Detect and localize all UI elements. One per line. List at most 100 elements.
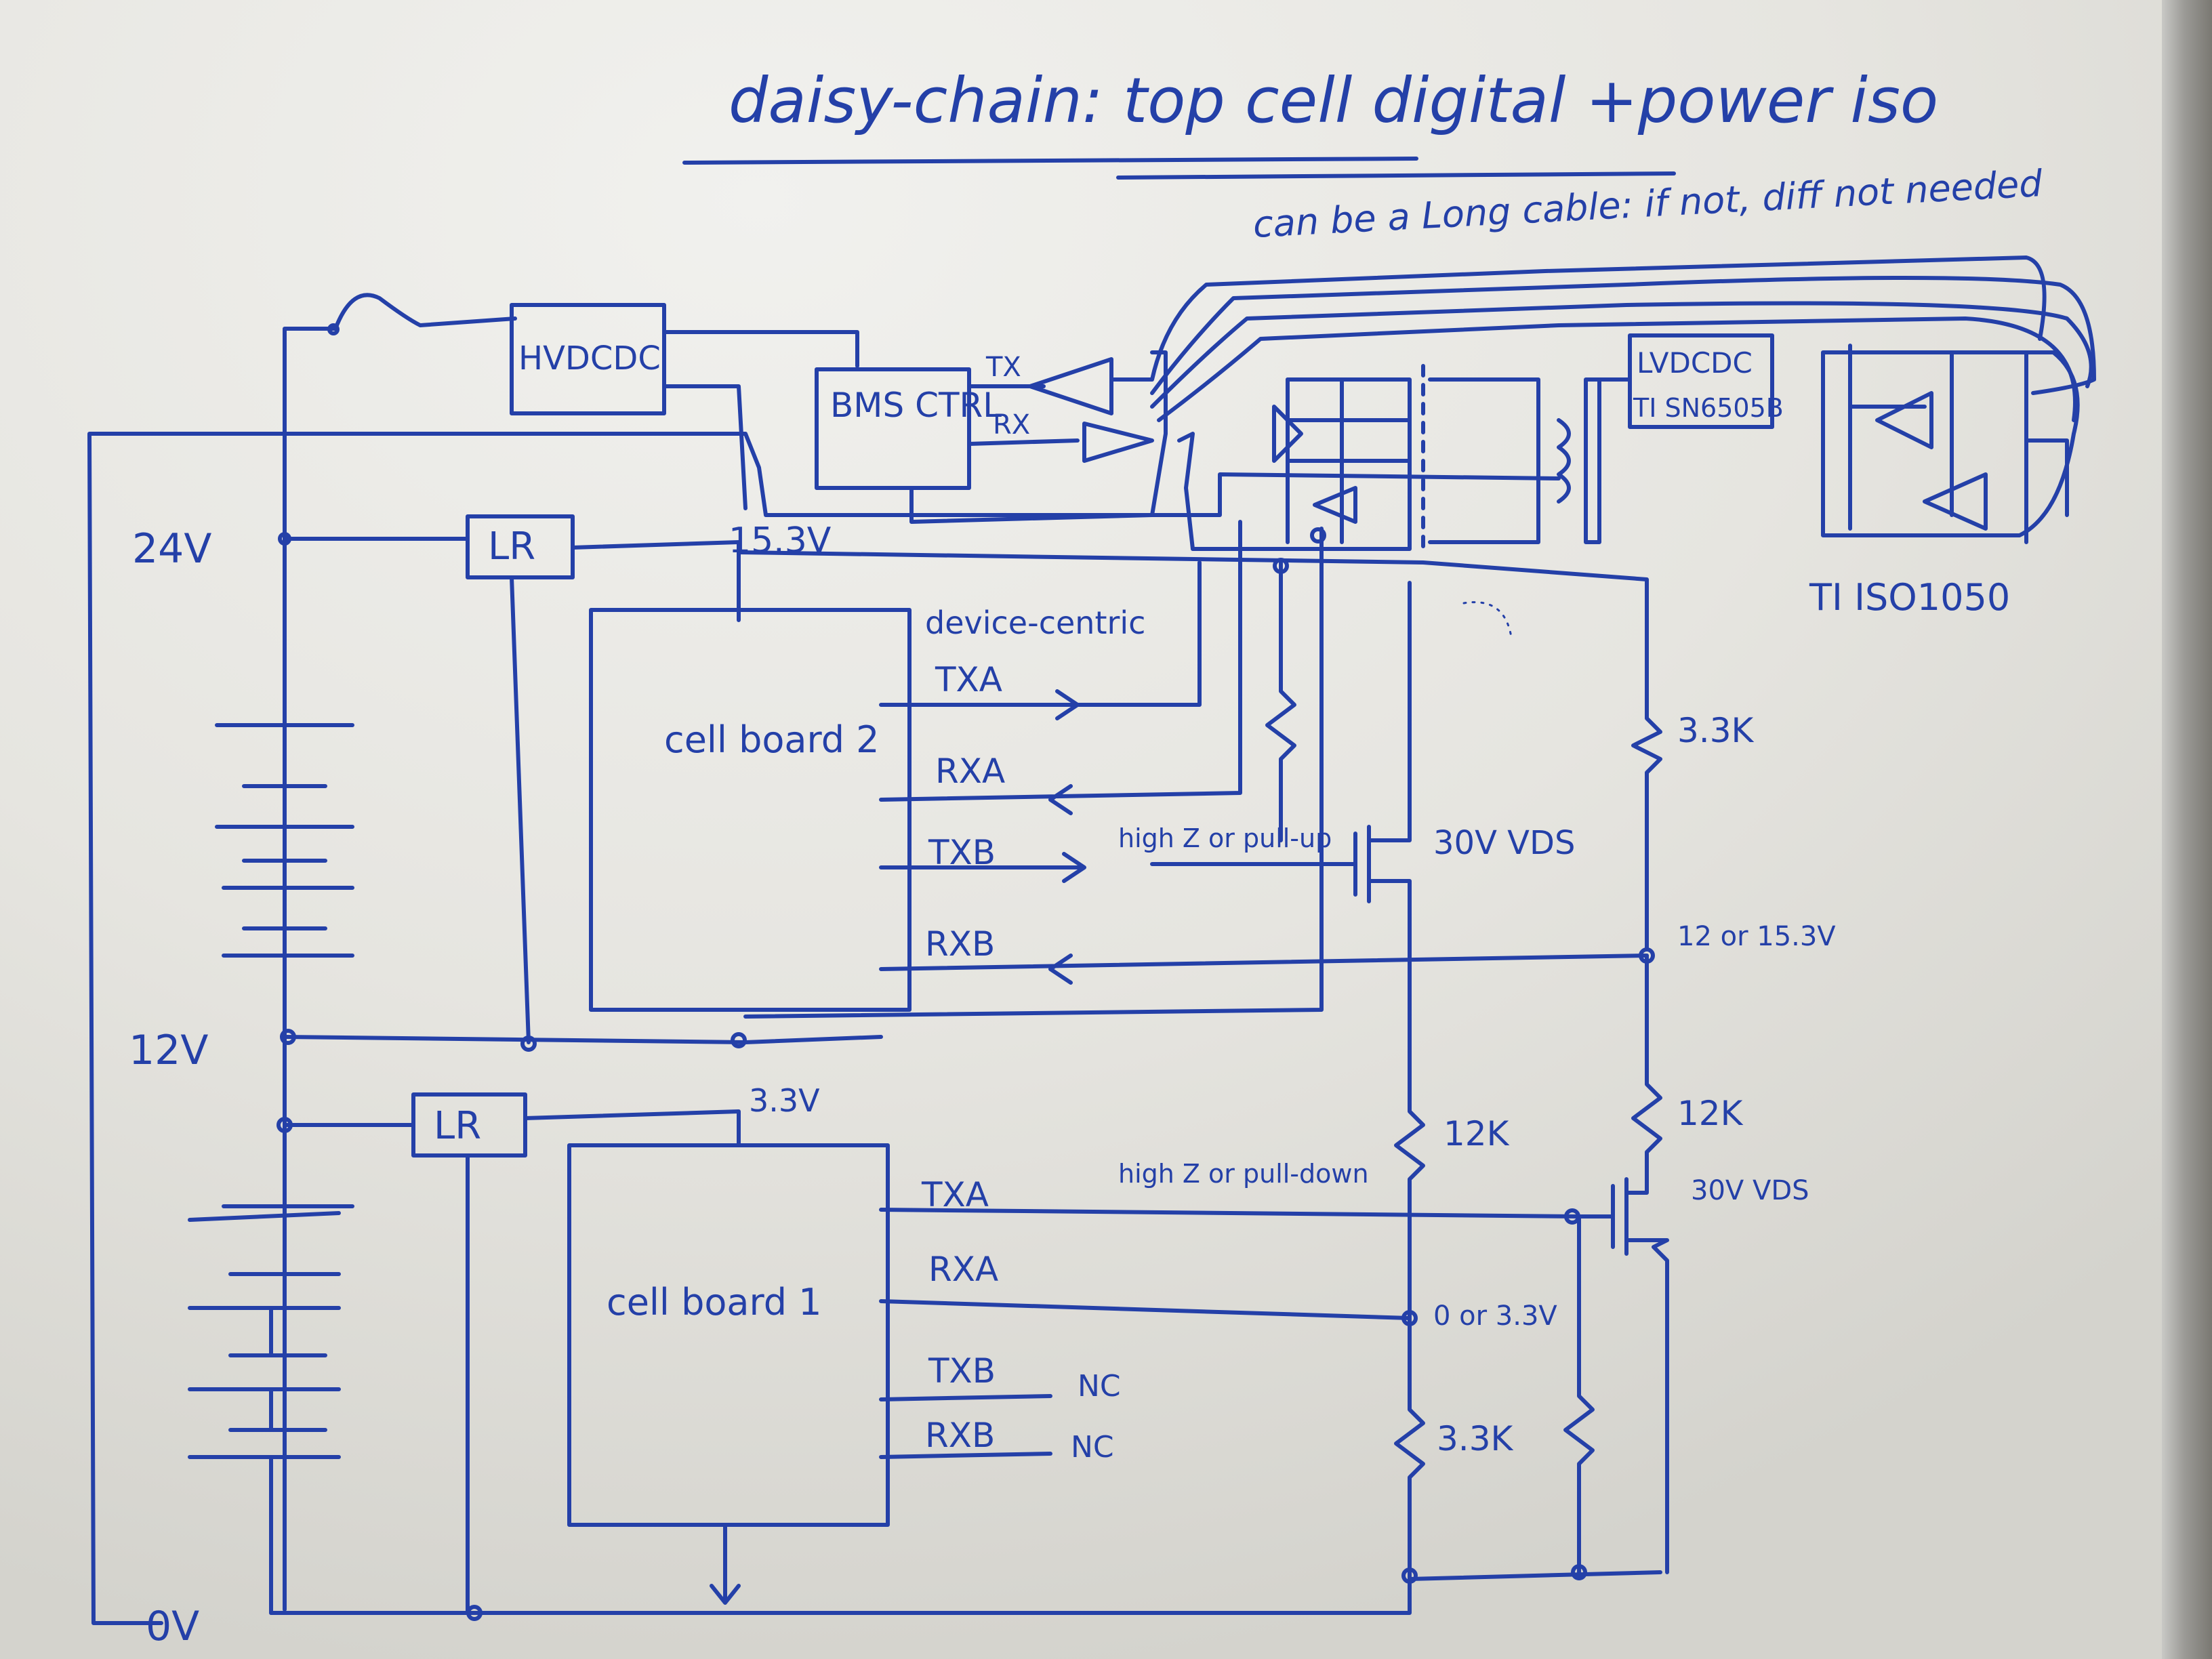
c2-rxb-label: RXB: [925, 924, 995, 964]
c1-rxa-wire: [879, 1299, 1412, 1320]
c1-rxb-label: RXB: [925, 1416, 995, 1455]
resistor-12k-right-label: 12K: [1677, 1094, 1744, 1133]
nc-2-label: NC: [1071, 1430, 1114, 1465]
cable-bundle-1: [1109, 255, 2047, 382]
node-12v-b: [520, 1036, 537, 1052]
title-underline-2: [1116, 171, 1676, 180]
wire-0v-bus: [269, 1570, 1662, 1615]
iso-block-left: [1177, 377, 1412, 551]
cell-board-2-box: [589, 608, 912, 1012]
label-33v: 3.3V: [749, 1082, 820, 1119]
cell-board-1-label: cell board 1: [607, 1281, 822, 1324]
c1-txa-wire: [879, 1208, 1581, 1218]
c1-txa-label: TXA: [921, 1175, 989, 1214]
wire-33v: [523, 1109, 741, 1147]
node-24v: [278, 532, 291, 546]
nc-1-label: NC: [1078, 1369, 1121, 1404]
title-underline: [682, 157, 1418, 165]
lr-bottom-label: LR: [434, 1104, 481, 1148]
wire-lr-top-gnd: [510, 575, 531, 1044]
label-0v: 0V: [146, 1603, 199, 1650]
smudge: [1462, 601, 1513, 638]
lr-top-label: LR: [488, 525, 535, 569]
cable-bundle-2: [1150, 276, 2096, 395]
wire-153v-bus: [737, 550, 1649, 714]
node-12v-c: [731, 1032, 747, 1048]
c2-rxb-wire: [879, 954, 1649, 985]
node-1950: [1310, 527, 1326, 544]
c1-rxb-wire: [879, 1452, 1052, 1459]
fet-bottom: [1577, 1177, 1669, 1574]
cell-board-2-label: cell board 2: [664, 718, 880, 761]
device-centric-label: device-centric: [925, 605, 1145, 641]
title: daisy-chain: top cell digital +power iso: [729, 64, 1938, 137]
tx-buffer: [1028, 357, 1113, 415]
resistor-12k-left: [1394, 1082, 1425, 1324]
iso-loops: [1821, 350, 2080, 537]
node-0-33v: [1401, 1310, 1418, 1326]
iso-transformer: [1428, 377, 1571, 544]
wire-bms-rx: [967, 438, 1080, 446]
c2-rxa-label: RXA: [935, 752, 1005, 791]
iso-buffers: [1848, 344, 2069, 544]
c2-txa-route: [1076, 560, 1202, 707]
label-12-or-153v: 12 or 15.3V: [1677, 921, 1836, 952]
c1-txb-label: TXB: [928, 1351, 996, 1391]
label-0-or-33v: 0 or 3.3V: [1433, 1300, 1557, 1332]
wire-hvdcdc-bms: [662, 330, 859, 368]
c2-txa-label: TXA: [935, 660, 1002, 699]
resistor-12k-right: [1631, 954, 1662, 1181]
pullup-resistor: [1265, 560, 1296, 842]
c1-gnd-arrow: [710, 1523, 741, 1605]
wire-153v: [571, 540, 741, 622]
lvdcdc-label: LVDCDC: [1637, 346, 1753, 380]
hvdcdc-box: [510, 303, 666, 415]
fuse-node: [327, 323, 340, 335]
battery-top: [215, 723, 354, 991]
bms-box: [815, 367, 971, 490]
wire-0v-loop: [87, 432, 1561, 1625]
lvdcdc-part-label: TI SN6505B: [1633, 393, 1784, 423]
node-0v: [466, 1605, 483, 1621]
wire-1950: [743, 527, 1324, 1019]
battery-bottom: [188, 1123, 354, 1615]
iso-buffer-b: [1313, 486, 1357, 524]
pulldown-resistor: [1563, 1214, 1595, 1574]
c2-txb-label: TXB: [928, 833, 996, 872]
cell-board-1-box: [567, 1143, 890, 1527]
iso-part-label: TI ISO1050: [1809, 576, 2010, 619]
wire-lvdcdc: [1584, 377, 1632, 544]
wire-top-rail: [283, 293, 517, 1612]
wire-bms-bottom: [909, 350, 1168, 524]
fet-top-label: 30V VDS: [1433, 824, 1575, 862]
iso-buffer-a: [1272, 405, 1303, 463]
cable-bundle-3: [1150, 301, 2093, 409]
bms-label: BMS CTRL: [830, 386, 1002, 425]
label-12v: 12V: [129, 1027, 208, 1074]
label-24v: 24V: [132, 525, 211, 573]
node-1890: [1273, 558, 1289, 574]
node-12v: [280, 1029, 296, 1045]
c1-txb-wire: [879, 1394, 1052, 1401]
high-z-pullup-label: high Z or pull-up: [1118, 823, 1332, 853]
c2-txb-wire: [879, 852, 1086, 883]
hvdcdc-label: HVDCDC: [518, 340, 661, 377]
pin-tx: TX: [985, 352, 1021, 383]
label-153v: 15.3V: [729, 520, 832, 561]
high-z-pulldown-label: high Z or pull-down: [1118, 1159, 1369, 1189]
resistor-33k-left-label: 3.3K: [1437, 1419, 1514, 1458]
c2-rxa-wire: [879, 520, 1242, 815]
fet-bottom-label: 30V VDS: [1691, 1175, 1809, 1206]
resistor-12k-left-label: 12K: [1443, 1114, 1510, 1153]
pin-rx: RX: [993, 409, 1030, 441]
wire-hvdcdc-out: [662, 384, 747, 510]
whiteboard-frame: [2162, 0, 2212, 1659]
fet-top: [1150, 581, 1412, 1086]
c1-rxa-label: RXA: [928, 1250, 998, 1289]
resistor-33k-right: [1631, 710, 1662, 951]
resistor-33k-right-label: 3.3K: [1677, 711, 1755, 750]
rx-buffer: [1082, 422, 1154, 463]
resistor-33k-left: [1394, 1319, 1425, 1581]
